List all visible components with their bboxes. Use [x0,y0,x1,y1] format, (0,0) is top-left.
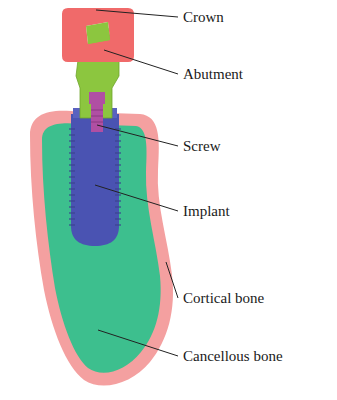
cortical-bone [30,111,173,386]
part-label: Crown [183,8,224,26]
part-label: Cancellous bone [183,347,283,365]
part-label: Implant [183,202,230,220]
part-label: Abutment [183,65,243,83]
leader-lines [95,10,178,356]
part-label: Screw [183,137,221,155]
part-label: Cortical bone [183,289,264,307]
crown [62,8,134,62]
